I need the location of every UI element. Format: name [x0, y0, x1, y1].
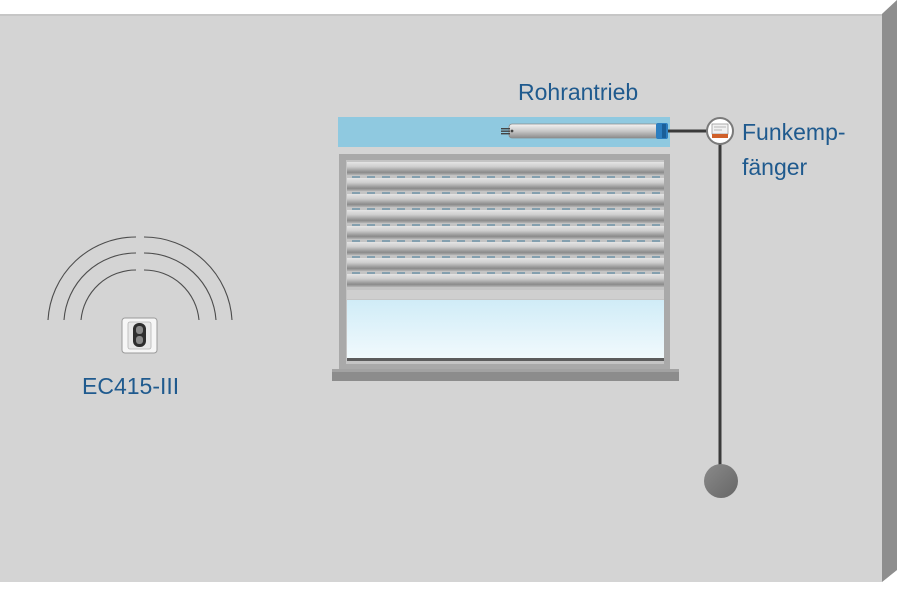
cable [668, 129, 722, 470]
receiver-icon [706, 117, 734, 145]
transmitter-label: EC415-III [82, 373, 180, 399]
receiver-label-line1: Funkemp- [742, 119, 846, 145]
shutter-slats [347, 162, 664, 299]
motor-label: Rohrantrieb [518, 79, 639, 105]
radio-waves-icon [47, 236, 233, 321]
receiver-label-line2: fänger [742, 154, 808, 180]
tube-motor [501, 123, 668, 139]
cord-weight [704, 464, 738, 498]
window-sill [332, 369, 679, 381]
wall-transmitter-icon [121, 317, 158, 354]
